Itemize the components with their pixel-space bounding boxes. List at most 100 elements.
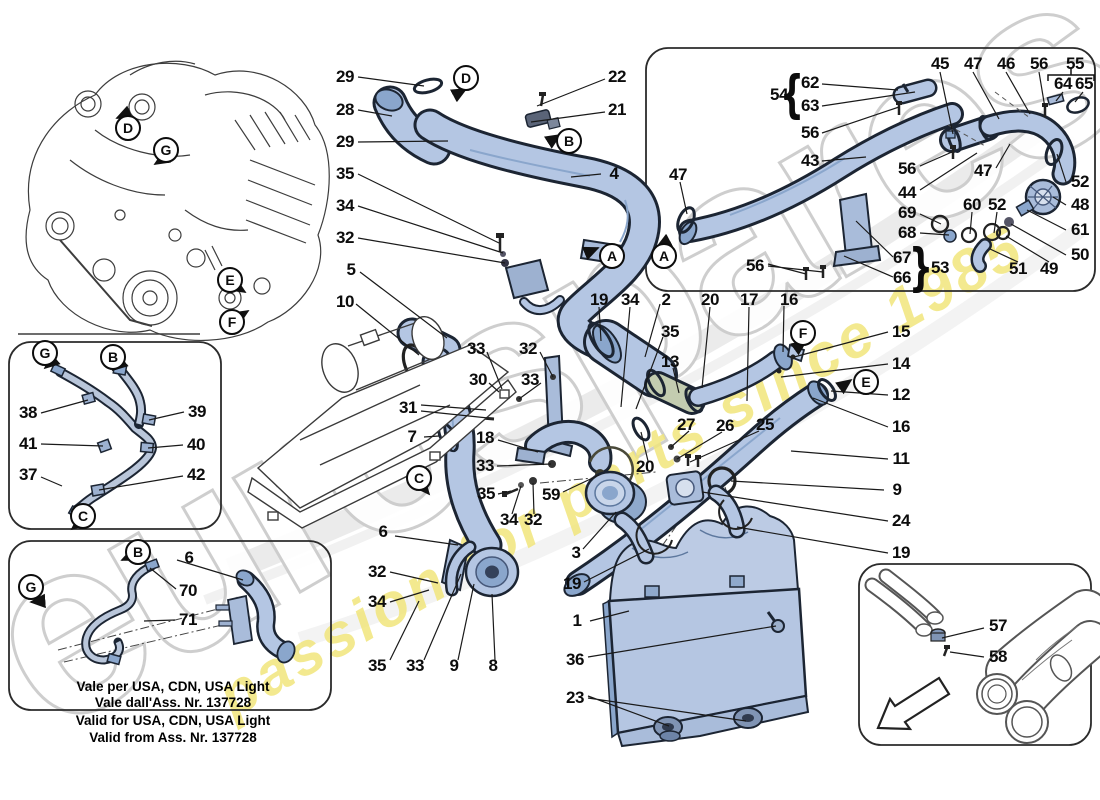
part-callout-64: 64 bbox=[1054, 74, 1072, 93]
part-callout-45: 45 bbox=[931, 54, 949, 73]
part-callout-19: 19 bbox=[563, 574, 581, 593]
part-callout-2: 2 bbox=[661, 290, 671, 309]
part-callout-56: 56 bbox=[801, 123, 819, 142]
part-callout-44: 44 bbox=[898, 183, 916, 202]
part-callout-28: 28 bbox=[336, 100, 354, 119]
part-callout-6: 6 bbox=[378, 522, 388, 541]
part-callout-12: 12 bbox=[892, 385, 910, 404]
part-callout-56: 56 bbox=[898, 159, 916, 178]
part-callout-32: 32 bbox=[336, 228, 354, 247]
part-callout-35: 35 bbox=[661, 322, 679, 341]
part-callout-38: 38 bbox=[19, 403, 37, 422]
part-callout-34: 34 bbox=[621, 290, 639, 309]
inset-usa-variant-content bbox=[57, 558, 296, 666]
validity-note-line: Vale dall'Ass. Nr. 137728 bbox=[94, 695, 252, 710]
part-callout-33: 33 bbox=[476, 456, 494, 475]
part-callout-33: 33 bbox=[467, 339, 485, 358]
part-callout-46: 46 bbox=[997, 54, 1015, 73]
part-callout-5: 5 bbox=[346, 260, 356, 279]
part-callout-6: 6 bbox=[184, 548, 194, 567]
part-callout-19: 19 bbox=[892, 543, 910, 562]
part-callout-25: 25 bbox=[756, 415, 774, 434]
part-callout-67: 67 bbox=[893, 248, 911, 267]
inset-tailpipes-content bbox=[864, 568, 1100, 744]
part-callout-42: 42 bbox=[187, 465, 205, 484]
part-callout-20: 20 bbox=[636, 457, 654, 476]
view-letter-G: G bbox=[18, 574, 44, 600]
part-callout-10: 10 bbox=[336, 292, 354, 311]
callout-brace: { bbox=[779, 65, 805, 125]
part-callout-34: 34 bbox=[500, 510, 518, 529]
validity-note-line: Valid for USA, CDN, USA Light bbox=[75, 713, 271, 728]
part-callout-37: 37 bbox=[19, 465, 37, 484]
engine-illustration bbox=[18, 60, 330, 341]
view-letter-B: B bbox=[556, 128, 582, 154]
part-callout-32: 32 bbox=[524, 510, 542, 529]
part-callout-62: 62 bbox=[801, 73, 819, 92]
part-callout-16: 16 bbox=[892, 417, 910, 436]
part-callout-23: 23 bbox=[566, 688, 584, 707]
part-callout-20: 20 bbox=[701, 290, 719, 309]
part-callout-53: 53 bbox=[931, 258, 949, 277]
part-callout-31: 31 bbox=[399, 398, 417, 417]
view-letter-C: C bbox=[406, 465, 432, 491]
part-callout-70: 70 bbox=[179, 581, 197, 600]
part-callout-17: 17 bbox=[740, 290, 758, 309]
part-callout-61: 61 bbox=[1071, 220, 1089, 239]
part-callout-56: 56 bbox=[746, 256, 764, 275]
part-callout-51: 51 bbox=[1009, 259, 1027, 278]
part-callout-13: 13 bbox=[661, 352, 679, 371]
part-callout-4: 4 bbox=[609, 164, 619, 183]
view-letter-G: G bbox=[153, 137, 179, 163]
part-callout-34: 34 bbox=[336, 196, 354, 215]
part-callout-40: 40 bbox=[187, 435, 205, 454]
part-callout-3: 3 bbox=[571, 543, 581, 562]
part-callout-58: 58 bbox=[989, 647, 1007, 666]
part-callout-15: 15 bbox=[892, 322, 910, 341]
view-letter-A: A bbox=[651, 243, 677, 269]
view-letter-E: E bbox=[853, 369, 879, 395]
part-callout-32: 32 bbox=[368, 562, 386, 581]
part-callout-71: 71 bbox=[179, 610, 197, 629]
inset-hoses-content bbox=[49, 362, 157, 520]
inset-box-hoses bbox=[8, 341, 222, 530]
callout-brace: } bbox=[908, 238, 934, 298]
part-callout-54: 54 bbox=[770, 85, 788, 104]
part-callout-11: 11 bbox=[892, 449, 910, 468]
view-letter-C: C bbox=[70, 503, 96, 529]
part-callout-27: 27 bbox=[677, 415, 695, 434]
part-callout-39: 39 bbox=[188, 402, 206, 421]
part-callout-50: 50 bbox=[1071, 245, 1089, 264]
part-callout-68: 68 bbox=[898, 223, 916, 242]
part-callout-59: 59 bbox=[542, 485, 560, 504]
part-callout-24: 24 bbox=[892, 511, 910, 530]
part-callout-32: 32 bbox=[519, 339, 537, 358]
view-letter-D: D bbox=[453, 65, 479, 91]
part-callout-69: 69 bbox=[898, 203, 916, 222]
part-callout-41: 41 bbox=[19, 434, 37, 453]
part-callout-9: 9 bbox=[449, 656, 459, 675]
validity-note-line: Valid from Ass. Nr. 137728 bbox=[89, 730, 257, 745]
part-callout-33: 33 bbox=[521, 370, 539, 389]
part-callout-48: 48 bbox=[1071, 195, 1089, 214]
part-callout-43: 43 bbox=[801, 151, 819, 170]
view-letter-G: G bbox=[32, 340, 58, 366]
validity-note-line: Vale per USA, CDN, USA Light bbox=[76, 679, 270, 694]
part-callout-14: 14 bbox=[892, 354, 910, 373]
part-callout-65: 65 bbox=[1075, 74, 1093, 93]
part-callout-55: 55 bbox=[1066, 54, 1084, 73]
part-callout-9: 9 bbox=[892, 480, 902, 499]
view-letter-F: F bbox=[790, 320, 816, 346]
part-callout-49: 49 bbox=[1040, 259, 1058, 278]
part-callout-63: 63 bbox=[801, 96, 819, 115]
part-callout-26: 26 bbox=[716, 416, 734, 435]
part-callout-33: 33 bbox=[406, 656, 424, 675]
part-callout-60: 60 bbox=[963, 195, 981, 214]
part-callout-18: 18 bbox=[476, 428, 494, 447]
part-callout-66: 66 bbox=[893, 268, 911, 287]
part-callout-29: 29 bbox=[336, 67, 354, 86]
part-callout-47: 47 bbox=[669, 165, 687, 184]
